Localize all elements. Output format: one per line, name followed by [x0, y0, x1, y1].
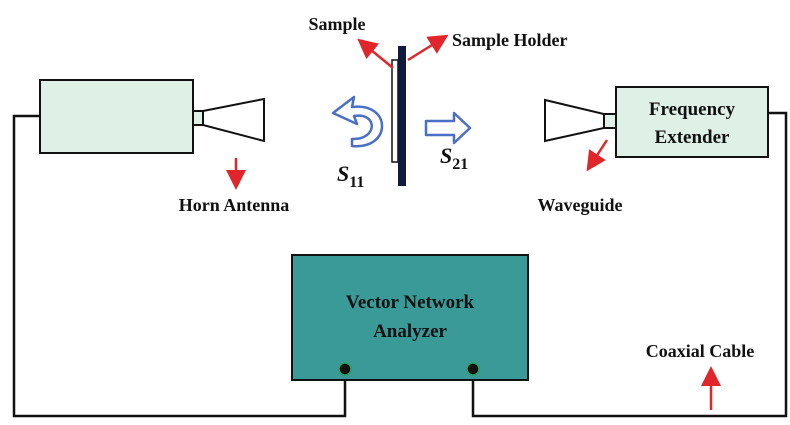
waveguide-pointer-arrow	[586, 139, 609, 172]
coaxial-cable-left	[12, 114, 347, 418]
frequency-extender-label-line2: Extender	[655, 127, 731, 148]
sample-holder	[398, 46, 406, 186]
horn-antenna-right	[544, 98, 605, 143]
frequency-extender-box	[615, 86, 769, 158]
sample	[391, 59, 399, 163]
frequency-extender-label-line1: Frequency	[649, 99, 736, 120]
horn-antenna-left	[202, 97, 265, 143]
transmitter-module	[39, 79, 194, 154]
s11-arrow	[331, 95, 384, 148]
coaxial-cable-right	[471, 111, 788, 418]
s21-label: S21	[440, 143, 468, 173]
s11-label: S11	[337, 161, 364, 191]
waveguide	[603, 113, 617, 129]
sample-holder-label: Sample Holder	[452, 30, 568, 50]
vna-port-1	[338, 362, 352, 376]
vna-box	[291, 254, 529, 381]
vna-label-line1: Vector Network	[346, 292, 475, 313]
horn-waveguide-left	[192, 110, 204, 126]
sample-pointer-arrow	[357, 38, 394, 69]
waveguide-label: Waveguide	[537, 195, 622, 215]
horn-antenna-label: Horn Antenna	[179, 195, 290, 215]
s21-arrow	[424, 111, 472, 145]
coaxial-cable-label: Coaxial Cable	[646, 341, 755, 361]
vna-port-2	[466, 362, 480, 376]
sample-holder-pointer-arrow	[407, 34, 449, 62]
vna-label-line2: Analyzer	[373, 321, 447, 342]
sample-label: Sample	[308, 14, 365, 34]
